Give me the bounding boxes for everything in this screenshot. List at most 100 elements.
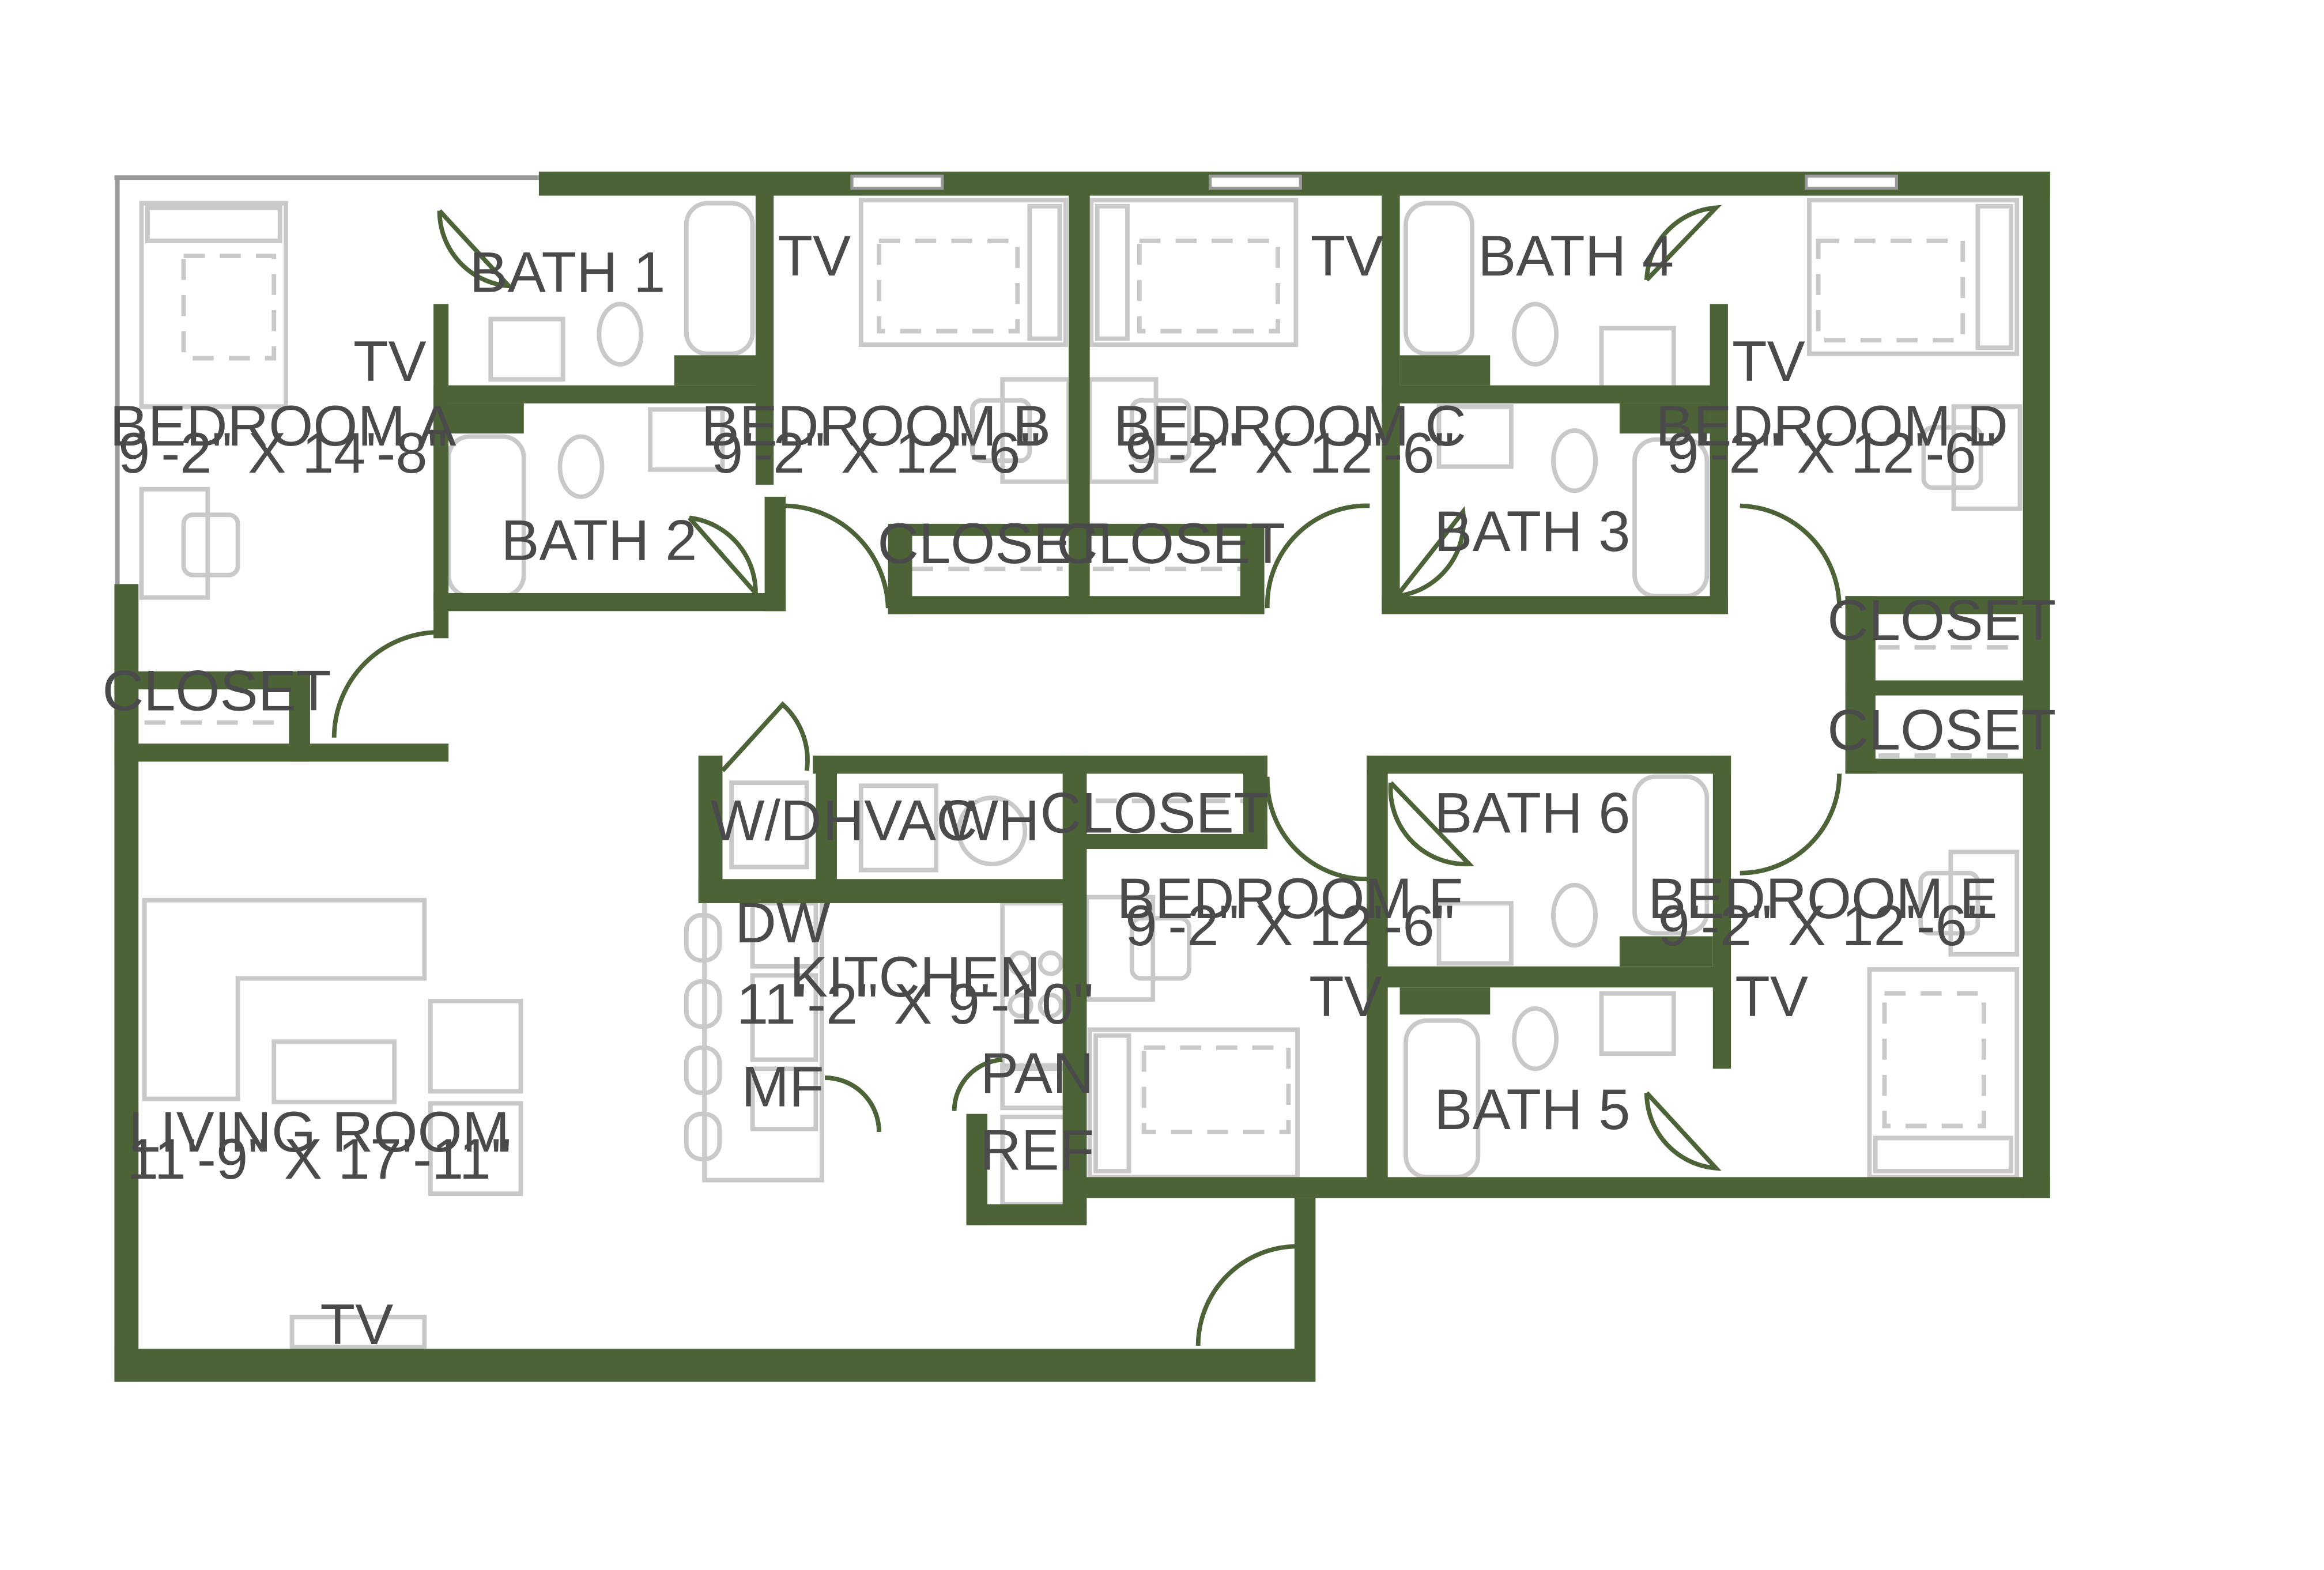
burner — [1038, 992, 1063, 1018]
door-swing — [1644, 205, 1722, 282]
chair-bedroom-b — [970, 398, 1032, 463]
toilet-bath-5 — [1512, 1006, 1559, 1071]
exterior-wall — [1294, 1198, 1316, 1382]
pillow — [1975, 203, 2013, 350]
room-size-bedroom-d: 9'-2" X 12'-6" — [1667, 421, 1997, 485]
closet-label: CLOSET — [1827, 588, 2056, 652]
wall — [1845, 596, 2026, 614]
tv-label: TV — [320, 1293, 394, 1357]
wall — [433, 385, 765, 403]
wall — [433, 403, 524, 434]
tv-label: TV — [1732, 330, 1805, 394]
wall — [1619, 403, 1710, 434]
wall — [1710, 304, 1728, 614]
toilet-bath-4 — [1512, 301, 1559, 367]
chair-bedroom-d — [1921, 425, 1983, 490]
room-name-bedroom-f: BEDROOM F — [1117, 867, 1463, 931]
wd-label: W/D — [711, 788, 822, 852]
hvac-label: HVAC — [823, 788, 977, 852]
water-heater — [956, 795, 1028, 867]
wall — [1243, 756, 1267, 849]
door-swing — [952, 1057, 1003, 1111]
pillow — [1873, 1135, 2013, 1173]
room-size-bedroom-a: 9'-2" X 14'-8" — [118, 421, 448, 485]
window — [1805, 174, 1898, 190]
pillow — [1095, 203, 1130, 341]
door-swing — [1195, 1244, 1298, 1346]
room-name-bedroom-e: BEDROOM E — [1648, 867, 1997, 931]
walls-layer — [114, 171, 2050, 1382]
window — [1208, 174, 1302, 190]
wall — [1077, 833, 1267, 849]
labels-layer: BEDROOM A 9'-2" X 14'-8" BEDROOM B 9'-2"… — [103, 224, 2057, 1357]
bath-label: BATH 5 — [1434, 1078, 1630, 1142]
bed-frame-outline — [1816, 238, 1965, 343]
stool — [684, 912, 722, 963]
room-size-bedroom-b: 9'-2" X 12'-6" — [711, 421, 1041, 485]
bed-bedroom-a — [139, 201, 289, 409]
room-name-kitchen: KITCHEN — [790, 945, 1040, 1009]
bathtub-bath-4 — [1404, 201, 1474, 356]
room-size-bedroom-f: 9'-2" X 12'-6" — [1125, 894, 1455, 958]
wall — [888, 596, 1265, 614]
room-size-bedroom-c: 9'-2" X 12'-6" — [1125, 421, 1455, 485]
doors-layer — [331, 205, 1842, 1346]
wall — [813, 756, 1078, 774]
tv-label: TV — [353, 330, 427, 394]
window — [850, 174, 944, 190]
burner — [1038, 950, 1063, 976]
chair-bedroom-a — [181, 512, 240, 578]
tv-label: TV — [778, 224, 851, 288]
sink-bath-6 — [1436, 901, 1514, 966]
door-swing — [1740, 773, 1842, 875]
closet-label: CLOSET — [877, 512, 1106, 576]
toilet-bath-3 — [1551, 428, 1598, 493]
wall — [433, 304, 449, 639]
closet-label: CLOSET — [1040, 781, 1269, 845]
wall — [1382, 385, 1713, 403]
toilet-bath-1 — [597, 301, 644, 367]
room-size-kitchen: 11'-2" X 9'-10" — [737, 972, 1093, 1036]
wall — [114, 671, 310, 690]
exterior-wall-south — [114, 1349, 1313, 1382]
desk-bedroom-a — [139, 486, 210, 600]
burner — [1008, 992, 1033, 1018]
room-name-bedroom-a: BEDROOM A — [110, 394, 456, 458]
wall — [433, 593, 786, 612]
furniture-layer — [139, 198, 2023, 1350]
wall — [1712, 756, 1731, 1069]
wall — [674, 355, 765, 386]
wall — [1069, 193, 1090, 614]
sink-bath-5 — [1599, 991, 1676, 1056]
desk-bedroom-e — [1948, 850, 2020, 957]
coffee-table — [271, 1039, 397, 1104]
sink-bath-3 — [1436, 404, 1514, 469]
wh-label: WH — [944, 788, 1039, 852]
burner — [1008, 950, 1033, 976]
tv-stand — [289, 1315, 427, 1350]
chair-bedroom-e — [1918, 870, 1980, 936]
tv-label: TV — [1735, 965, 1808, 1029]
bed-frame-outline — [1137, 238, 1280, 334]
wall — [1382, 596, 1728, 614]
closet-label: CLOSET — [1057, 512, 1285, 576]
door-swing — [720, 701, 810, 772]
chair-bedroom-c — [1129, 398, 1191, 463]
door-swing — [1265, 503, 1370, 609]
bathtub-bath-6 — [1632, 774, 1710, 936]
wall — [1399, 355, 1491, 386]
bed-frame-outline — [1141, 1045, 1291, 1134]
wall — [1399, 987, 1491, 1015]
wall — [966, 1114, 988, 1225]
wall — [1845, 680, 2026, 696]
tv-label: TV — [1311, 224, 1384, 288]
dw-label: DW — [735, 891, 831, 955]
bath-label: BATH 2 — [501, 509, 697, 573]
wall — [1240, 523, 1265, 614]
sink — [750, 973, 818, 1062]
wall — [816, 756, 837, 900]
bed-bedroom-d — [1806, 198, 2020, 356]
wall — [900, 523, 1265, 536]
bathtub-bath-1 — [684, 201, 755, 356]
